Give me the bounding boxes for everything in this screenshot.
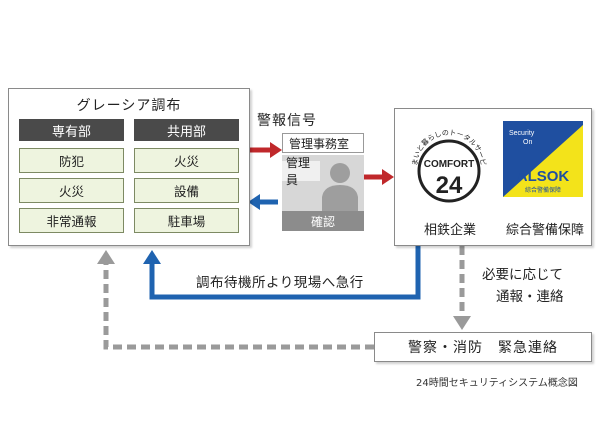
- private-area-header: 専有部: [19, 119, 124, 141]
- contact-dashed-arrow: [453, 246, 471, 330]
- common-item-parking: 駐車場: [134, 208, 239, 233]
- alsok-badge-line1: Security: [509, 130, 535, 137]
- common-item-fire: 火災: [134, 148, 239, 173]
- comfort24-badge-icon: 住まいと暮らしのトータルサービス COMFORT 24: [400, 110, 488, 203]
- alarm-signal-label: 警報信号: [257, 113, 317, 129]
- alarm-arrow-to-office: [250, 142, 282, 158]
- response-arrow-to-panel: [248, 194, 278, 210]
- private-item-crime-prevention: 防犯: [19, 148, 124, 173]
- comfort-number: 24: [436, 172, 463, 199]
- alsok-badge-icon: Security On ALSOK 綜合警備保障: [503, 121, 583, 197]
- building-panel: グレーシア調布 専有部 共用部 防犯 火災 非常通報 火災 設備 駐車場: [8, 88, 250, 246]
- office-confirm-label: 確認: [282, 211, 364, 231]
- dispatch-label: 調布待機所より現場へ急行: [196, 275, 364, 291]
- contact-label-line2: 通報・連絡: [496, 289, 564, 305]
- alsok-sub: 綜合警備保障: [525, 186, 561, 194]
- security-company-panel: 住まいと暮らしのトータルサービス COMFORT 24 Security On …: [394, 108, 592, 246]
- alsok-badge-line2: On: [523, 139, 532, 146]
- company-alsok-label: 綜合警備保障: [505, 223, 584, 238]
- alsok-brand: ALSOK: [517, 168, 570, 185]
- dispatch-arrow: [143, 246, 421, 300]
- common-area-header: 共用部: [134, 119, 239, 141]
- office-staff-label: 管理員: [282, 156, 320, 187]
- common-item-equipment: 設備: [134, 178, 239, 203]
- comfort24-logo: 住まいと暮らしのトータルサービス COMFORT 24: [400, 110, 495, 211]
- company-sotetsu-label: 相鉄企業: [423, 223, 476, 238]
- diagram-caption: 24時間セキュリティシステム概念図: [416, 378, 578, 389]
- office-title: 管理事務室: [282, 133, 364, 153]
- police-fire-label: 警察・消防 緊急連絡: [408, 340, 558, 356]
- emergency-dashed-arrow: [97, 250, 374, 350]
- contact-label-line1: 必要に応じて: [482, 267, 563, 283]
- private-item-emergency-call: 非常通報: [19, 208, 124, 233]
- comfort-brand: COMFORT: [424, 159, 475, 170]
- building-title: グレーシア調布: [76, 98, 182, 114]
- management-office: 管理事務室 管理員 確認: [282, 133, 364, 231]
- police-fire-box: 警察・消防 緊急連絡: [374, 332, 592, 362]
- private-item-fire: 火災: [19, 178, 124, 203]
- alarm-arrow-to-company: [364, 169, 394, 185]
- alsok-logo: Security On ALSOK 綜合警備保障: [503, 121, 583, 211]
